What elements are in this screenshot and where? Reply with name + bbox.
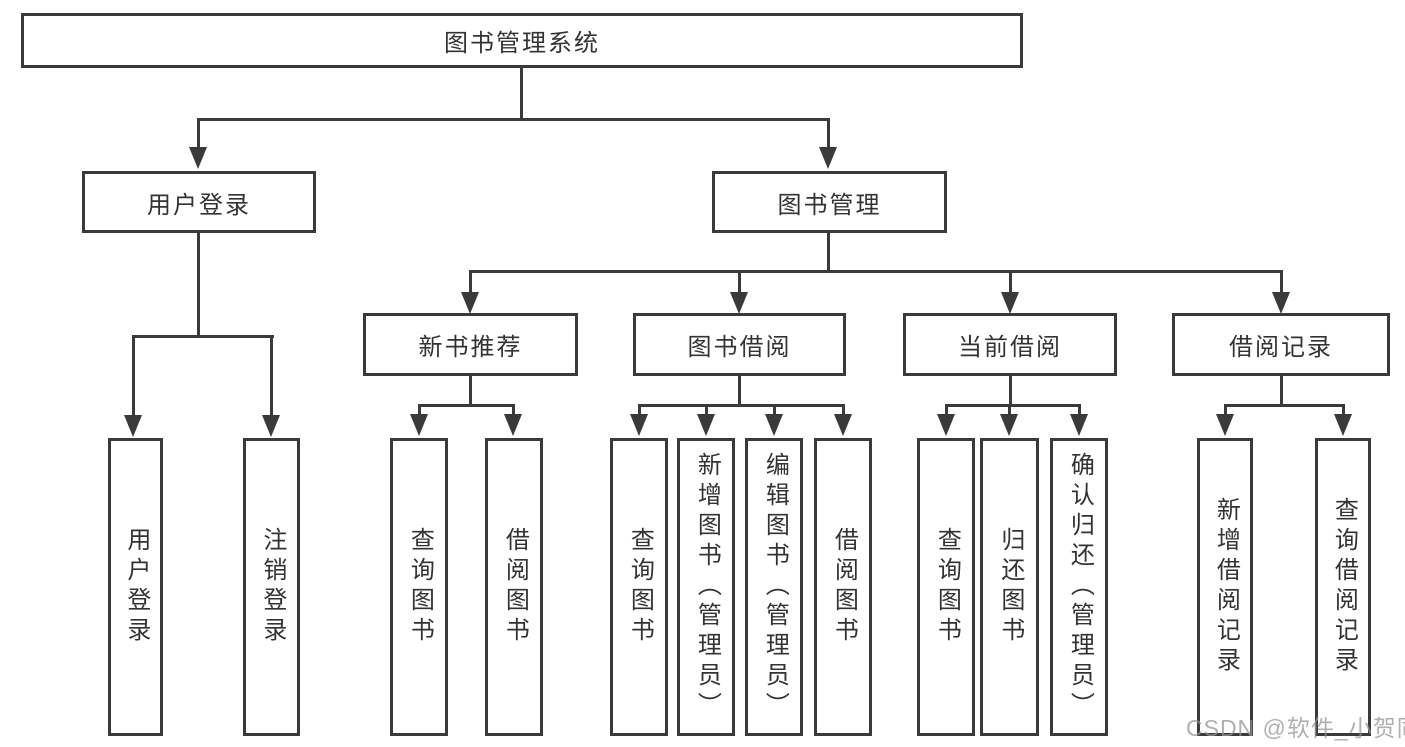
connector-line <box>1078 404 1081 417</box>
leaf-label: 编辑图书（管理员） <box>761 452 789 722</box>
connector-line <box>638 404 844 407</box>
arrowhead-icon <box>461 292 479 314</box>
connector-line <box>133 335 274 338</box>
arrowhead-icon <box>819 147 837 169</box>
connector-line <box>827 233 830 273</box>
arrowhead-icon <box>1334 414 1352 436</box>
connector-line <box>1008 404 1011 417</box>
connector-line <box>469 270 472 294</box>
arrowhead-icon <box>765 414 783 436</box>
connector-line <box>1224 404 1227 417</box>
leaf-record-add-borrow-record: 新增借阅记录 <box>1197 438 1253 736</box>
leaf-label: 用户登录 <box>122 527 150 647</box>
node-borrow-record: 借阅记录 <box>1172 313 1390 376</box>
node-book-management: 图书管理 <box>712 171 947 233</box>
connector-line <box>827 118 830 150</box>
leaf-borrow-borrow-book: 借阅图书 <box>814 438 872 736</box>
connector-line <box>1009 270 1012 294</box>
leaf-logout: 注销登录 <box>243 438 300 736</box>
connector-line <box>1280 270 1283 294</box>
connector-line <box>197 118 200 150</box>
leaf-label: 借阅图书 <box>501 527 529 647</box>
arrowhead-icon <box>630 414 648 436</box>
arrowhead-icon <box>1001 292 1019 314</box>
connector-line <box>738 375 741 407</box>
arrowhead-icon <box>1216 414 1234 436</box>
node-user-login: 用户登录 <box>82 171 316 233</box>
leaf-label: 注销登录 <box>258 527 286 647</box>
connector-line <box>738 270 741 294</box>
connector-line <box>773 404 776 417</box>
arrowhead-icon <box>189 147 207 169</box>
leaf-current-confirm-return-admin: 确认归还（管理员） <box>1050 438 1108 736</box>
arrowhead-icon <box>697 414 715 436</box>
connector-line <box>1009 375 1012 407</box>
leaf-label: 归还图书 <box>996 527 1024 647</box>
leaf-borrow-add-book-admin: 新增图书（管理员） <box>677 438 735 736</box>
connector-line <box>1280 376 1283 407</box>
leaf-record-query-borrow-record: 查询借阅记录 <box>1315 438 1371 736</box>
node-new-book-recommend: 新书推荐 <box>363 313 578 376</box>
leaf-current-return-book: 归还图书 <box>980 438 1039 736</box>
arrowhead-icon <box>1272 292 1290 314</box>
leaf-borrow-query-book: 查询图书 <box>610 438 668 736</box>
arrowhead-icon <box>834 414 852 436</box>
connector-line <box>638 404 641 417</box>
connector-line <box>418 404 515 407</box>
arrowhead-icon <box>124 415 142 437</box>
connector-line <box>418 404 421 417</box>
leaf-current-query-book: 查询图书 <box>917 438 975 736</box>
leaf-borrow-edit-book-admin: 编辑图书（管理员） <box>745 438 803 736</box>
connector-line <box>197 233 200 337</box>
arrowhead-icon <box>1070 414 1088 436</box>
leaf-label: 新增借阅记录 <box>1212 497 1240 677</box>
connector-line <box>469 375 472 407</box>
leaf-label: 查询图书 <box>626 527 654 647</box>
leaf-recommend-borrow-book: 借阅图书 <box>485 438 543 736</box>
connector-line <box>842 404 845 417</box>
connector-line <box>705 404 708 417</box>
leaf-user-login: 用户登录 <box>108 438 163 736</box>
connector-line <box>945 404 1080 407</box>
connector-line <box>945 404 948 417</box>
leaf-label: 确认归还（管理员） <box>1066 452 1094 722</box>
node-library-system: 图书管理系统 <box>21 13 1023 68</box>
connector-line <box>512 404 515 417</box>
arrowhead-icon <box>262 415 280 437</box>
leaf-label: 新增图书（管理员） <box>693 452 721 722</box>
leaf-label: 查询图书 <box>406 527 434 647</box>
connector-line <box>132 335 135 416</box>
connector-line <box>469 270 1282 273</box>
leaf-recommend-query-book: 查询图书 <box>390 438 448 736</box>
connector-line <box>1342 404 1345 417</box>
watermark: CSDN @软件_小贺同学 <box>1186 715 1405 741</box>
connector-line <box>270 335 273 416</box>
arrowhead-icon <box>937 414 955 436</box>
connector-line <box>520 68 523 120</box>
arrowhead-icon <box>730 292 748 314</box>
leaf-label: 查询借阅记录 <box>1330 497 1358 677</box>
connector-line <box>198 118 830 121</box>
node-book-borrow: 图书借阅 <box>633 313 846 376</box>
leaf-label: 查询图书 <box>933 527 961 647</box>
arrowhead-icon <box>504 414 522 436</box>
leaf-label: 借阅图书 <box>830 527 858 647</box>
arrowhead-icon <box>1000 414 1018 436</box>
arrowhead-icon <box>410 414 428 436</box>
node-current-borrow: 当前借阅 <box>903 313 1117 376</box>
connector-line <box>1224 404 1344 407</box>
